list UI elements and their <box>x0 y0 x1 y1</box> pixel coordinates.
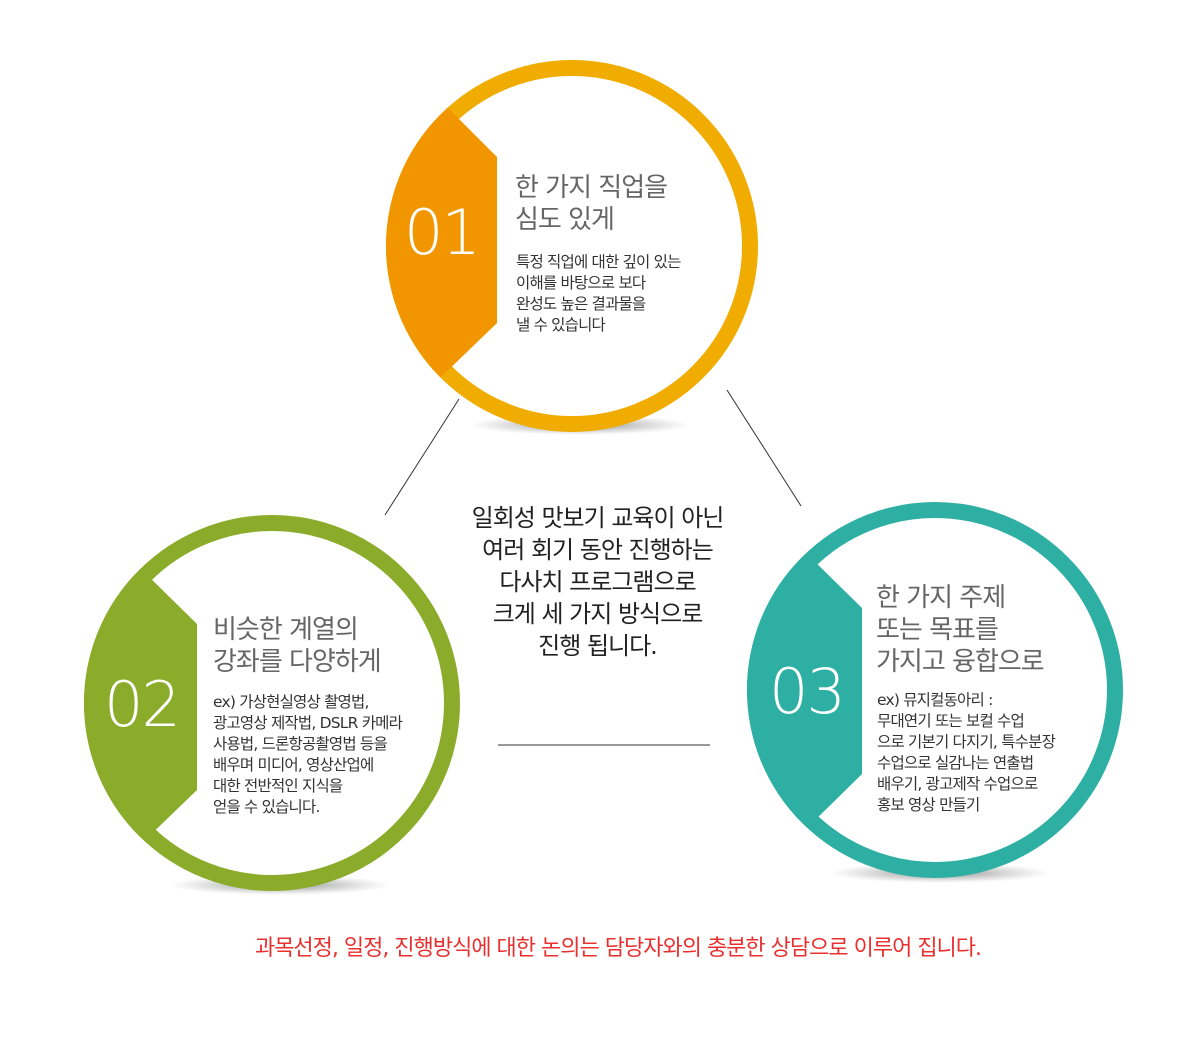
item-number-02: 02 <box>104 668 181 741</box>
center-description: 일회성 맛보기 교육이 아닌 여러 회기 동안 진행하는 다사치 프로그램으로 … <box>420 502 775 662</box>
item-desc-02: ex) 가상현실영상 촬영법, 광고영상 제작법, DSLR 카메라 사용법, … <box>213 692 403 818</box>
desc-line: 완성도 높은 결과물을 <box>516 295 646 313</box>
item-number-03: 03 <box>769 655 846 728</box>
desc-line: 배우며 미디어, 영상산업에 <box>213 756 374 774</box>
title-line: 심도 있게 <box>515 205 615 235</box>
footer-note: 과목선정, 일정, 진행방식에 대한 논의는 담당자와의 충분한 상담으로 이루… <box>254 936 982 961</box>
desc-line: ex) 뮤지컬동아리 : <box>877 691 993 709</box>
circle-badge-03 <box>747 502 862 878</box>
desc-line: 대한 전반적인 지식을 <box>213 777 343 795</box>
desc-line: 수업으로 실감나는 연출법 <box>877 754 1034 772</box>
item-title-02: 비슷한 계열의 강좌를 다양하게 <box>213 614 382 678</box>
desc-line: 광고영상 제작법, DSLR 카메라 <box>213 714 403 732</box>
desc-line: 무대연기 또는 보컬 수업 <box>877 712 1025 730</box>
title-line: 비슷한 계열의 <box>213 615 359 645</box>
connector-line-right <box>726 389 802 507</box>
item-number-01: 01 <box>404 196 481 269</box>
center-line: 진행 됩니다. <box>538 632 658 660</box>
title-line: 한 가지 직업을 <box>515 173 668 203</box>
title-line: 가지고 융합으로 <box>876 647 1045 677</box>
connector-line-left <box>384 398 460 516</box>
desc-line: 으로 기본기 다지기, 특수분장 <box>877 733 1056 751</box>
title-line: 강좌를 다양하게 <box>213 647 382 677</box>
desc-line: 홍보 영상 만들기 <box>877 796 980 814</box>
circle-badge-02 <box>84 515 197 891</box>
title-line: 한 가지 주제 <box>876 583 1006 613</box>
center-line: 다사치 프로그램으로 <box>499 568 696 596</box>
desc-line: ex) 가상현실영상 촬영법, <box>213 693 369 711</box>
item-title-01: 한 가지 직업을 심도 있게 <box>515 172 668 236</box>
item-desc-03: ex) 뮤지컬동아리 : 무대연기 또는 보컬 수업 으로 기본기 다지기, 특… <box>877 690 1056 816</box>
center-line: 크게 세 가지 방식으로 <box>492 600 704 628</box>
desc-line: 낼 수 있습니다 <box>516 316 606 334</box>
center-line: 일회성 맛보기 교육이 아닌 <box>471 504 725 532</box>
title-line: 또는 목표를 <box>876 615 999 645</box>
desc-line: 얻을 수 있습니다. <box>213 798 320 816</box>
item-title-03: 한 가지 주제 또는 목표를 가지고 융합으로 <box>876 582 1045 678</box>
desc-line: 특정 직업에 대한 깊이 있는 <box>516 253 681 271</box>
desc-line: 이해를 바탕으로 보다 <box>516 274 646 292</box>
desc-line: 사용법, 드론항공촬영법 등을 <box>213 735 388 753</box>
desc-line: 배우기, 광고제작 수업으로 <box>877 775 1038 793</box>
center-line: 여러 회기 동안 진행하는 <box>482 536 714 564</box>
item-desc-01: 특정 직업에 대한 깊이 있는 이해를 바탕으로 보다 완성도 높은 결과물을 … <box>516 252 681 336</box>
circle-badge-01 <box>386 60 497 432</box>
